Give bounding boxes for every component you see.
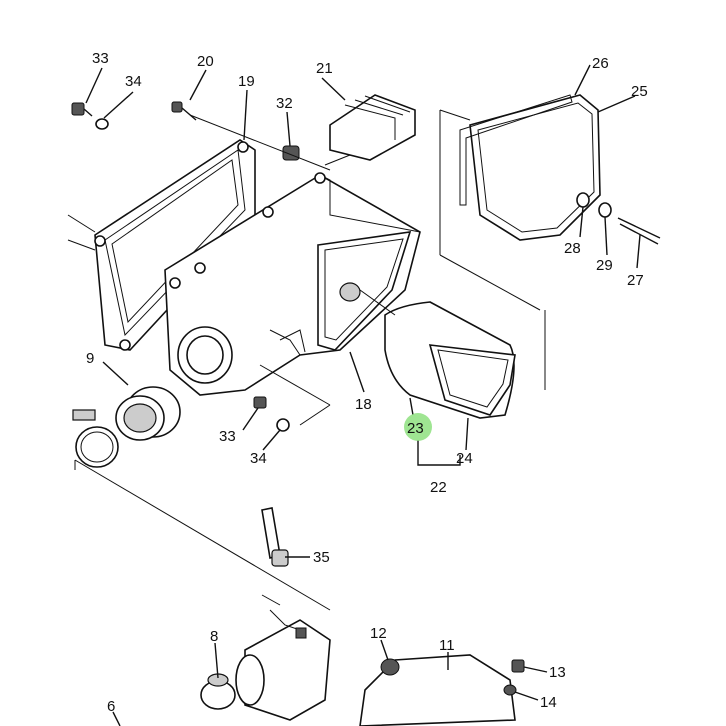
callout-26: 26	[592, 55, 609, 72]
callout-13: 13	[549, 664, 566, 681]
callout-labels: 33 34 20 19 21 32 26 25 28 29 27 9 18 33…	[86, 50, 648, 715]
callout-22: 22	[430, 479, 447, 496]
intake-joint-part-9	[115, 386, 181, 441]
callout-35: 35	[313, 549, 330, 566]
bolt-13	[511, 659, 525, 673]
intake-boot-part-21	[329, 94, 416, 161]
carburetor	[235, 594, 331, 721]
callout-18: 18	[355, 396, 372, 413]
washer-28	[576, 192, 590, 208]
callout-20: 20	[197, 53, 214, 70]
washer-34-lower	[276, 418, 290, 432]
callout-32: 32	[276, 95, 293, 112]
callout-19: 19	[238, 73, 255, 90]
callout-33-top: 33	[92, 50, 109, 67]
screw-20	[171, 101, 197, 121]
clamp-8	[200, 673, 236, 710]
callout-12: 12	[370, 625, 387, 642]
callout-14: 14	[540, 694, 557, 711]
bolt-33-lower	[253, 396, 267, 409]
leader-lines	[85, 64, 641, 726]
air-filter-element-part-23-24	[384, 301, 516, 419]
callout-25: 25	[631, 83, 648, 100]
washer-14	[503, 684, 517, 696]
bolt-27	[617, 217, 661, 245]
highlight-marker	[404, 413, 432, 441]
callout-29: 29	[596, 257, 613, 274]
callout-8: 8	[210, 628, 218, 645]
washer-34-top	[95, 118, 109, 130]
hose-clamp	[72, 409, 119, 468]
callout-21: 21	[316, 60, 333, 77]
washer-29	[598, 202, 612, 218]
callout-9: 9	[86, 350, 94, 367]
callout-6: 6	[107, 698, 115, 715]
callout-23: 23	[407, 420, 424, 437]
callout-27: 27	[627, 272, 644, 289]
callout-34-top: 34	[125, 73, 142, 90]
callout-34-lower: 34	[250, 450, 267, 467]
callout-33-lower: 33	[219, 428, 236, 445]
bolt-33-top	[71, 102, 93, 117]
callout-28: 28	[564, 240, 581, 257]
callout-24: 24	[456, 450, 473, 467]
vent-hose	[261, 507, 289, 567]
callout-11: 11	[439, 637, 455, 654]
grouping-lines	[74, 109, 546, 611]
oil-tank-11	[359, 654, 516, 726]
side-cover-part-25-26	[459, 94, 601, 241]
air-box-cover-part-19	[67, 139, 256, 351]
air-box-main-part-18	[164, 172, 421, 396]
